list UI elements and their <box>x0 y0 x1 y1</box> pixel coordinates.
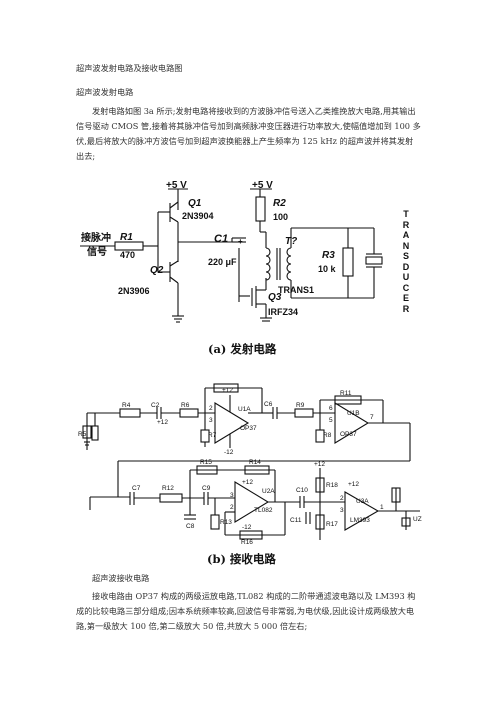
r1-label: R1 <box>120 232 133 243</box>
c1-label: C1 <box>214 233 228 245</box>
r15-label: R15 <box>200 459 212 466</box>
caption-receive: (b) 接收电路 <box>207 552 276 566</box>
plus12-label: +12 <box>314 461 325 468</box>
q1-part: 2N3904 <box>182 211 214 221</box>
q1-label: Q1 <box>188 198 202 209</box>
transducer-letter: C <box>402 282 410 293</box>
transducer-letter: N <box>402 240 410 251</box>
u2a-label: U2A <box>262 488 275 495</box>
pin-label: 2 <box>230 504 234 511</box>
section2-caption: 超声波接收电路 <box>92 573 150 583</box>
r2-value: 100 <box>273 212 288 222</box>
section-heading: 超声波发射电路 <box>76 87 134 97</box>
op37b-label: OP37 <box>340 431 357 438</box>
transducer-letter: T <box>403 209 409 219</box>
transducer-letter: R <box>402 303 410 314</box>
pin-label: 2 <box>209 405 213 412</box>
plus12-label: +12 <box>157 419 168 426</box>
r14-label: R14 <box>249 459 261 466</box>
c7-label: C7 <box>132 485 141 492</box>
input-label-1: 接脉冲 <box>81 231 111 244</box>
uz-label: UZ <box>413 516 422 523</box>
tl082-label: TL082 <box>254 507 273 514</box>
c2-label: C2 <box>151 402 160 409</box>
q2-part: 2N3906 <box>118 286 150 296</box>
r6-label: R6 <box>181 402 190 409</box>
plus12-label: +12 <box>348 481 359 488</box>
c6-label: C6 <box>264 401 273 408</box>
transducer-letter: E <box>402 293 409 303</box>
r11-label: R11 <box>340 390 352 397</box>
c9-label: C9 <box>202 485 211 492</box>
op37a-label: OP37 <box>240 425 257 432</box>
minus12-label: -12 <box>242 524 252 531</box>
r4-label: R4 <box>122 402 131 409</box>
r1-value: 470 <box>120 250 135 260</box>
paragraph-transmit: 发射电路如图 3a 所示;发射电路将接收到的方波脉冲信号送入乙类推挽放大电路,用… <box>76 106 421 161</box>
r7-label: R7 <box>208 432 217 439</box>
r17-label: R17 <box>326 521 338 528</box>
transducer-label: T R A N S D U C E R <box>401 209 411 314</box>
transducer-letter: R <box>402 219 410 230</box>
pin-label: 5 <box>329 417 333 424</box>
plus12-label: +12 <box>242 479 253 486</box>
pin-label: 6 <box>329 405 333 412</box>
u3a-label: U3A <box>356 498 369 505</box>
r9-label: R9 <box>296 402 305 409</box>
transducer-letter: D <box>402 261 410 272</box>
plus12-label: +12 <box>222 387 233 394</box>
c11-label: C11 <box>290 517 302 524</box>
r5-label: R5 <box>78 431 87 438</box>
input-label-2: 信号 <box>87 245 107 258</box>
r13-label: R13 <box>220 519 232 526</box>
minus12-label: -12 <box>224 449 234 456</box>
pin-label: 3 <box>340 507 344 514</box>
paragraph-receive: 接收电路由 OP37 构成的两级运放电路,TL082 构成的二阶带通滤波电路以及… <box>76 591 416 631</box>
transformer-part: TRANS1 <box>278 285 314 295</box>
transducer-letter: U <box>402 272 410 282</box>
pin-label: 2 <box>340 495 344 502</box>
q2-label: Q2 <box>150 265 164 276</box>
r8-label: R8 <box>323 432 332 439</box>
transducer-letter: S <box>402 251 409 261</box>
c8-label: C8 <box>186 523 195 530</box>
r16-label: R16 <box>241 539 253 546</box>
r12-label: R12 <box>162 485 174 492</box>
c10-label: C10 <box>296 487 308 494</box>
r3-value: 10 k <box>318 264 337 274</box>
transducer-letter: A <box>402 230 410 240</box>
doc-title: 超声波发射电路及接收电路图 <box>76 63 183 73</box>
caption-transmit: (a) 发射电路 <box>208 342 277 356</box>
c1-plus: + <box>238 237 243 246</box>
pin-label: 7 <box>370 414 374 421</box>
vcc1-label: +5 V <box>166 180 187 191</box>
lm393-label: LM393 <box>350 517 370 524</box>
q3-label: Q3 <box>268 292 282 303</box>
vcc2-label: +5 V <box>252 180 273 191</box>
u1b-label: U1B <box>347 410 360 417</box>
r18-label: R18 <box>326 482 338 489</box>
pin-label: 3 <box>230 492 234 499</box>
pin-label: 1 <box>380 504 384 511</box>
c1-value: 220 μF <box>208 257 237 267</box>
q3-part: IRFZ34 <box>268 307 298 317</box>
r2-label: R2 <box>273 198 286 209</box>
r3-label: R3 <box>322 250 335 261</box>
pin-label: 3 <box>209 417 213 424</box>
u1a-label: U1A <box>238 406 251 413</box>
